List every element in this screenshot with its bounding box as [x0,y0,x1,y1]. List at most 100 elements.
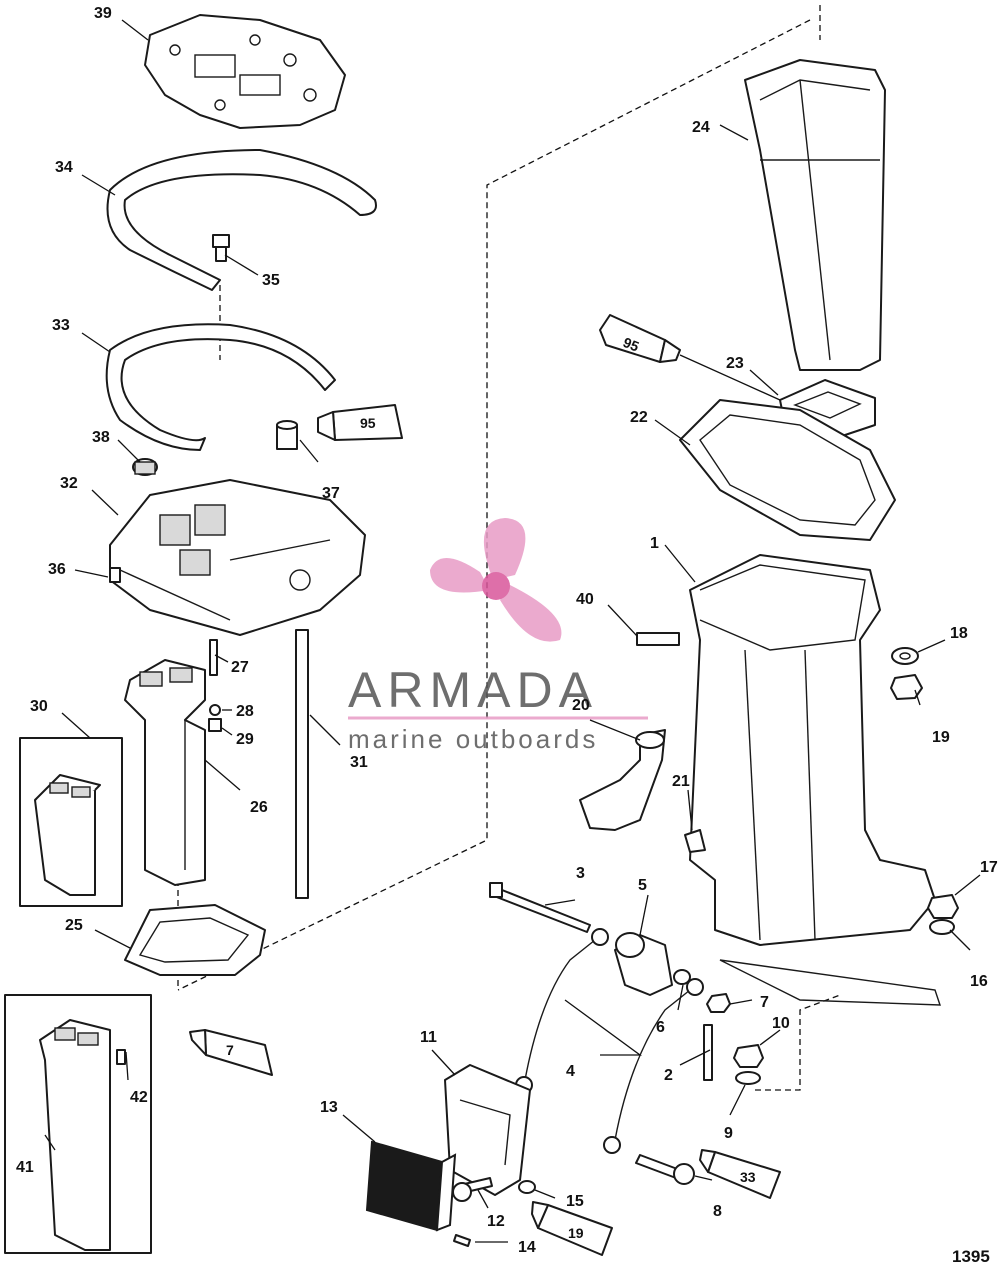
callout-14: 14 [518,1239,536,1256]
tube-label-95-upper: 95 [621,334,642,355]
callout-32: 32 [60,475,78,492]
part-3-bolt [489,882,591,933]
part-17-nut [927,894,959,919]
callout-39: 39 [94,5,112,22]
callout-23: 23 [726,355,744,372]
tube-label-95-lower: 95 [360,415,376,431]
part-11-bracket [444,1064,531,1196]
part-21-plug [684,829,706,853]
callout-24: 24 [692,119,710,136]
part-12-screw [452,1177,493,1202]
callout-8: 8 [713,1203,722,1220]
part-10-nut [733,1044,764,1068]
callout-31: 31 [350,754,368,771]
figure-number: 1395 [952,1247,990,1266]
part-13-block [365,1140,457,1232]
callout-42: 42 [130,1089,148,1106]
tube-label-33: 33 [740,1169,756,1185]
callout-36: 36 [48,561,66,578]
part-38-fitting [132,458,158,476]
part-32-adapter-plate [109,479,366,636]
part-20-hose [579,729,666,831]
callout-33: 33 [52,317,70,334]
propeller-logo-icon [430,518,562,642]
part-26-exhaust-tube [124,659,206,886]
part-34-gasket-ring [106,149,377,291]
callout-25: 25 [65,917,83,934]
callout-10: 10 [772,1015,790,1032]
part-41-tube-assembly [4,994,152,1254]
callout-28: 28 [236,703,254,720]
callout-20: 20 [572,697,590,714]
callout-26: 26 [250,799,268,816]
part-35-screw [212,234,230,262]
callout-22: 22 [630,409,648,426]
callout-5: 5 [638,877,647,894]
callout-labels: 39 34 35 33 38 37 32 36 27 28 29 31 26 3… [16,5,998,1256]
sealant-tube-19: 19 [531,1201,613,1256]
callout-30: 30 [30,698,48,715]
part-9-washer [735,1071,761,1085]
part-31-rod [295,629,309,899]
tube-label-19: 19 [568,1225,584,1241]
callout-1: 1 [650,535,659,552]
callout-4: 4 [566,1063,575,1080]
callout-27: 27 [231,659,249,676]
callout-37: 37 [322,485,340,502]
callout-7: 7 [760,994,769,1011]
part-39-gasket-plate [144,14,346,129]
callout-29: 29 [236,731,254,748]
part-19-nut [890,674,923,700]
part-1-driveshaft-housing [689,554,941,1006]
callout-19-upper: 19 [932,729,950,746]
callout-6: 6 [656,1019,665,1036]
sealant-tube-7: 7 [189,1029,273,1076]
callout-2: 2 [664,1067,673,1084]
callout-9: 9 [724,1125,733,1142]
callout-41: 41 [16,1159,34,1176]
part-37-sleeve [276,420,298,450]
part-4-ground-straps [515,928,704,1154]
part-40-decal [636,632,680,646]
callout-13: 13 [320,1099,338,1116]
part-8-bolt [635,1154,695,1185]
callout-16: 16 [970,973,988,990]
part-7-nut [706,993,731,1013]
watermark: ARMADA marine outboards [348,518,648,754]
part-36-dowel [109,567,121,583]
part-18-washer [891,647,919,665]
part-5-mount [614,932,673,996]
callout-34: 34 [55,159,73,176]
callout-3: 3 [576,865,585,882]
part-27-stud [209,639,218,676]
callout-35: 35 [262,272,280,289]
sealant-tube-95-upper: 95 [599,314,681,363]
part-29-nut [208,718,222,732]
callout-15: 15 [566,1193,584,1210]
callout-17: 17 [980,859,998,876]
sealant-tube-95-lower: 95 [317,404,403,441]
part-6-washer [673,969,691,985]
tube-label-7: 7 [226,1042,234,1058]
part-16-washer [929,919,955,935]
callout-40: 40 [576,591,594,608]
part-14-screw [453,1234,471,1247]
sealant-tube-33: 33 [699,1149,781,1199]
part-15-washer [518,1180,536,1194]
part-33-seal [105,323,336,451]
part-25-gasket [124,904,266,976]
watermark-brand: ARMADA [348,662,598,718]
part-42-dowel [116,1049,126,1065]
leader-lines [44,19,981,1243]
callout-38: 38 [92,429,110,446]
callout-12: 12 [487,1213,505,1230]
part-30-tube-assembly [19,737,123,907]
part-24-extension-housing [744,59,886,371]
callout-21: 21 [672,773,690,790]
callout-18: 18 [950,625,968,642]
watermark-tagline: marine outboards [348,724,598,754]
part-28-washer [209,704,221,716]
callout-11: 11 [420,1029,437,1046]
part-22-gasket [679,399,896,541]
